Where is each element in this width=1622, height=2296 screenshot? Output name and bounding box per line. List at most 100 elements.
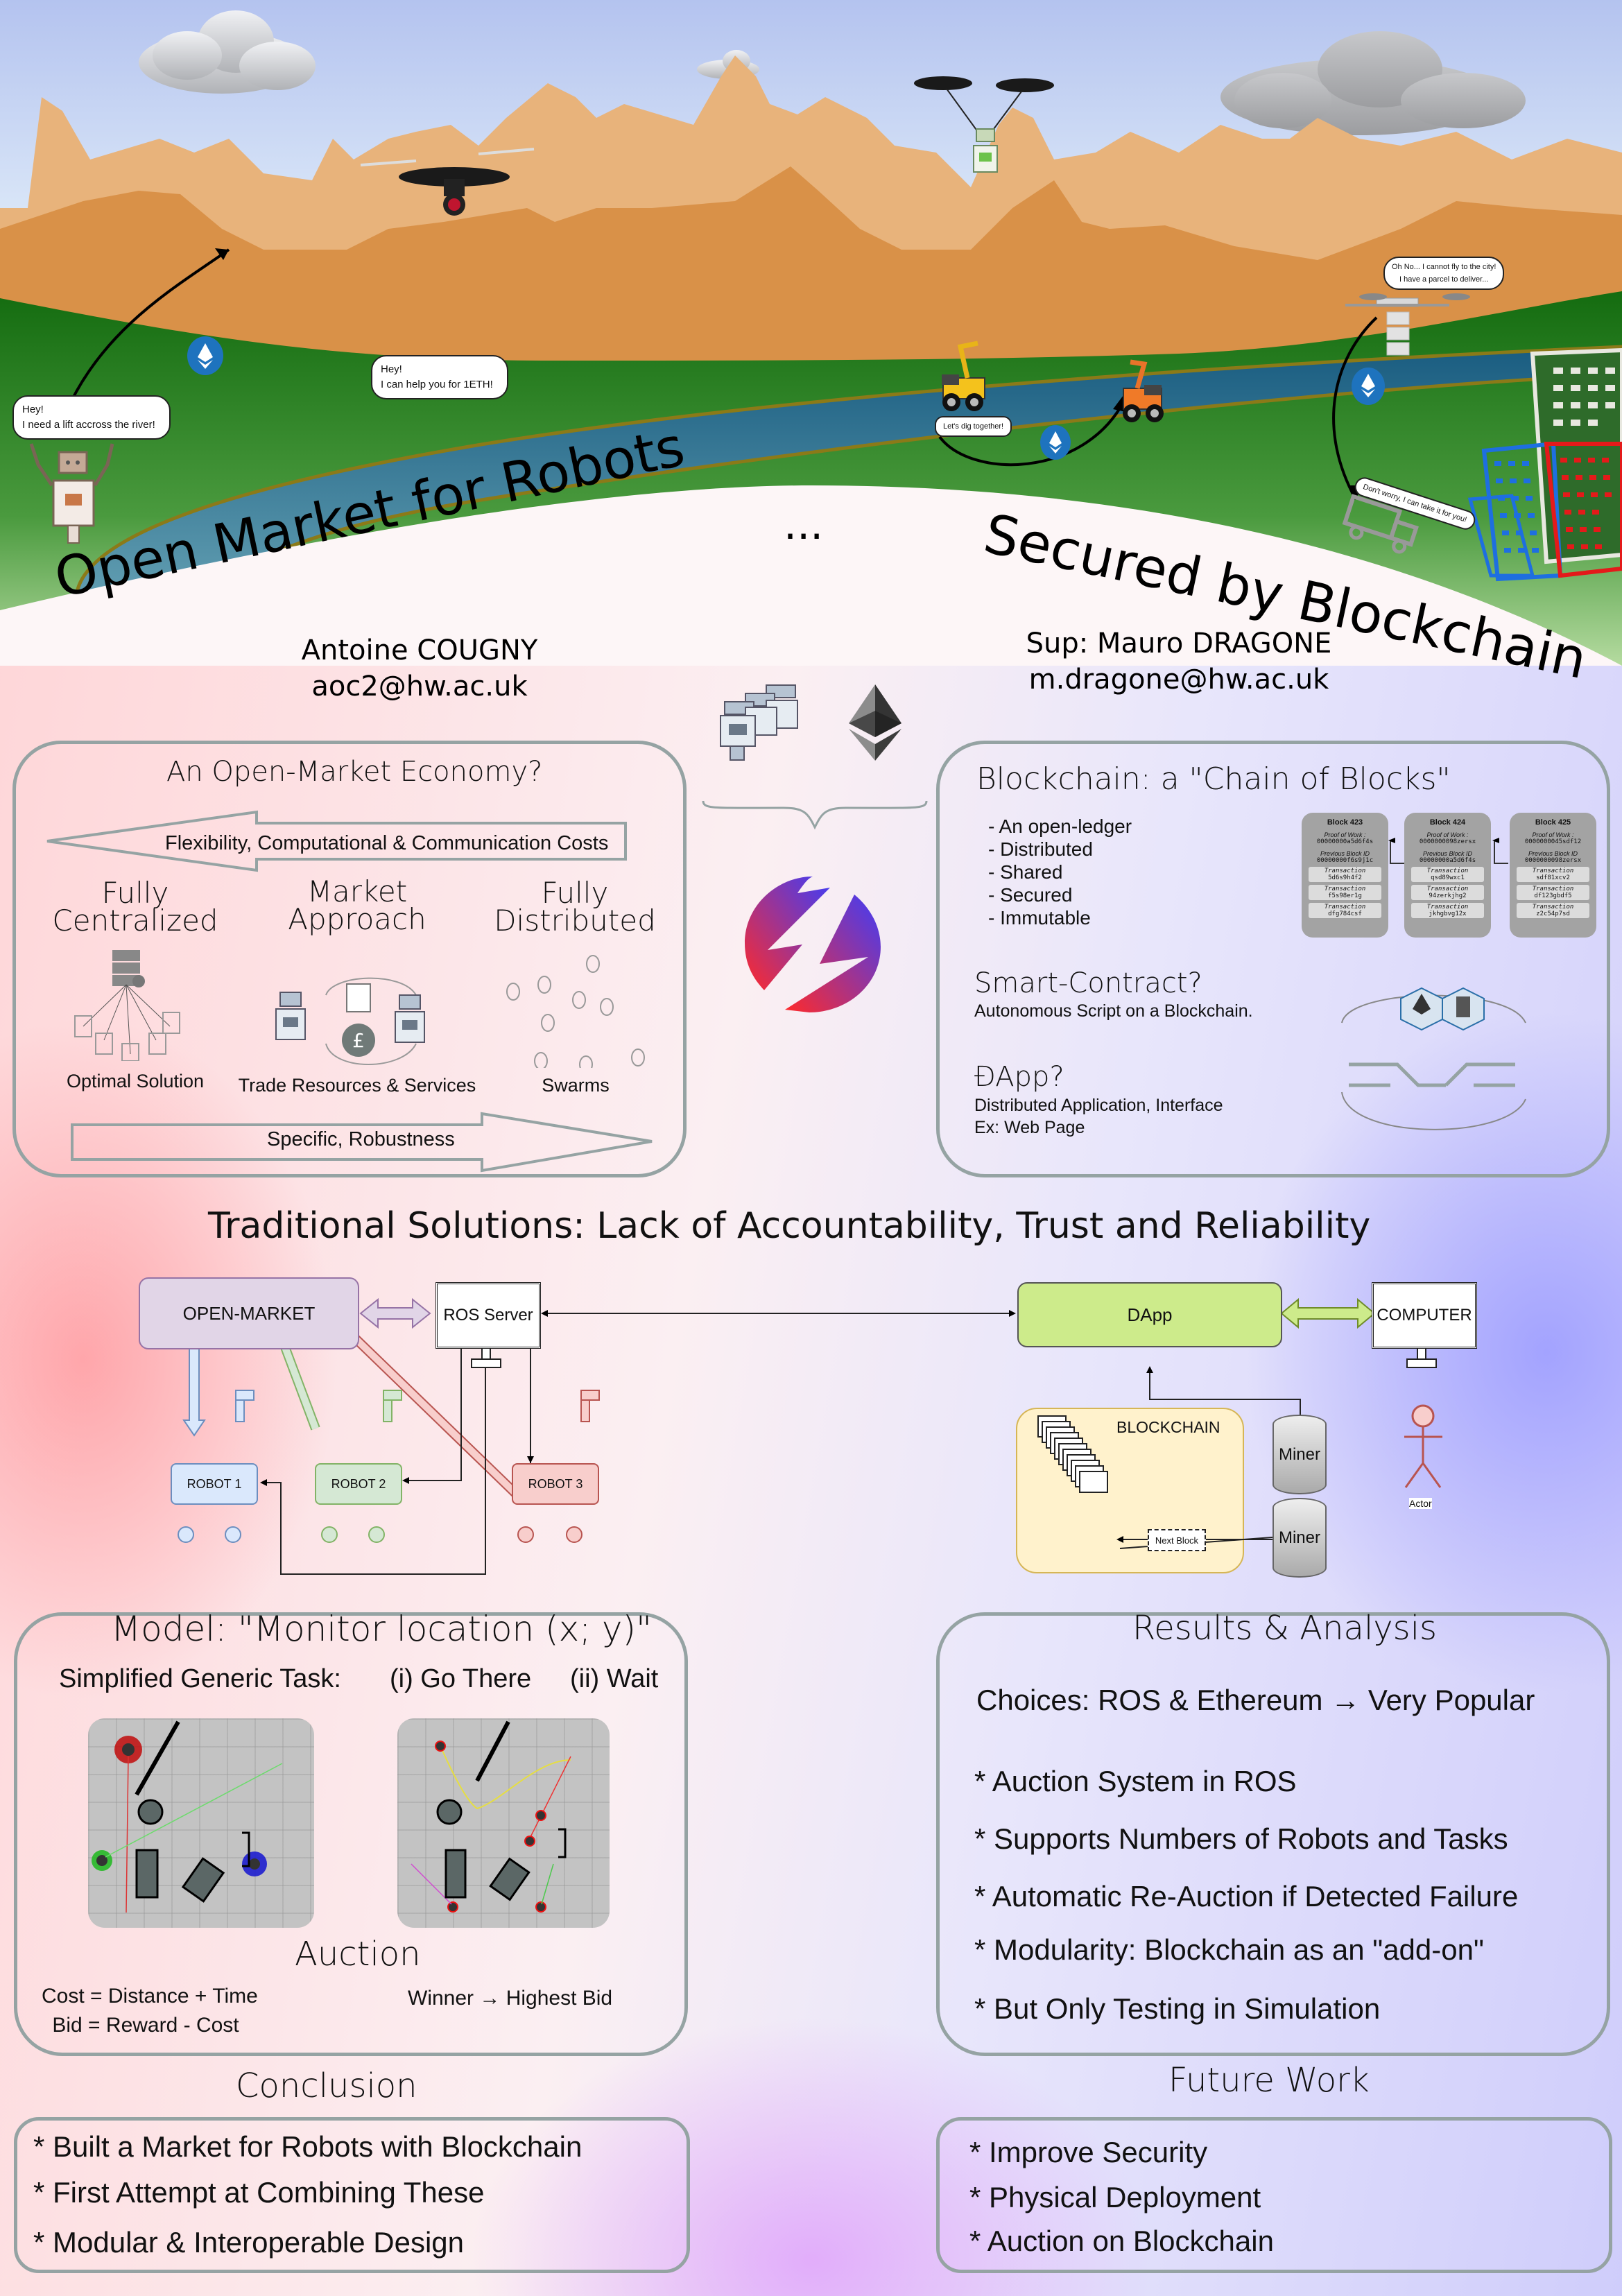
delivery-drone-speech-bubble: Oh No... I cannot fly to the city! I hav… <box>1383 257 1505 290</box>
author-email[interactable]: aoc2@hw.ac.uk <box>311 671 528 702</box>
bottom-arrow-label: Specific, Robustness <box>267 1128 455 1150</box>
robot-2-wheels <box>321 1390 402 1543</box>
swarm-bugs-icon <box>506 955 645 1068</box>
block-424: Block 424 Proof of Work : 0000000098zers… <box>1404 813 1491 938</box>
results-title: Results & Analysis <box>1132 1609 1438 1648</box>
tx-id: f5s98er1g <box>1328 892 1362 899</box>
actor-icon <box>1404 1404 1442 1488</box>
property-item: - Shared <box>988 861 1063 883</box>
tx-label: Transaction <box>1532 904 1574 910</box>
drone-icon <box>914 76 1054 173</box>
simulation-map <box>411 1720 571 1913</box>
cost-formula: Cost = Distance + Time <box>42 1985 258 2008</box>
curly-brace-icon <box>702 800 928 830</box>
block-link-arrows <box>1388 838 1508 864</box>
bubble-line: I can help you for 1ETH! <box>381 379 493 390</box>
author-name: Antoine COUGNY <box>301 635 538 666</box>
title-ellipsis: ... <box>784 501 824 549</box>
property-item: - Secured <box>988 884 1073 906</box>
top-arrow-label: Flexibility, Computational & Communicati… <box>165 832 609 854</box>
block-name: Block 424 <box>1429 818 1466 827</box>
open-market-panel <box>12 741 687 1177</box>
simulation-screenshot-go-there <box>88 1718 314 1928</box>
market-trade-icon: £ <box>275 977 425 1065</box>
prev-value: 00000000f6s9j1c <box>1316 857 1374 864</box>
future-work-item: * Auction on Blockchain <box>969 2225 1274 2257</box>
bubble-line: I have a parcel to deliver... <box>1399 275 1489 284</box>
author-block: Antoine COUGNY aoc2@hw.ac.uk <box>264 632 576 705</box>
node-ros-server: ROS Server <box>435 1282 541 1349</box>
drone-icon <box>1345 293 1470 356</box>
conclusion-item: * Modular & Interoperable Design <box>33 2226 465 2259</box>
results-item: * Auction System in ROS <box>974 1765 1297 1797</box>
tx-label: Transaction <box>1426 886 1469 892</box>
task-go-there: (i) Go There <box>390 1664 532 1693</box>
tx-id: df123gbdf5 <box>1534 892 1572 899</box>
robot-3-wheels <box>517 1390 600 1543</box>
excavator-icon <box>942 340 985 411</box>
pow-value: 0000000045sdf12 <box>1524 838 1582 845</box>
block-name: Block 425 <box>1535 818 1571 827</box>
caption-centralized: Optimal Solution <box>66 1071 205 1091</box>
bubble-line: Hey! <box>381 363 402 375</box>
bubble-line: Oh No... I cannot fly to the city! <box>1392 263 1496 271</box>
property-item: - Immutable <box>988 907 1091 929</box>
conclusion-panel <box>14 2117 690 2273</box>
node-miner-1: Miner <box>1272 1415 1327 1494</box>
tx-label: Transaction <box>1426 868 1469 874</box>
node-computer: COMPUTER <box>1372 1282 1477 1349</box>
robot-team-icon <box>720 684 798 761</box>
tx-id: sdf81xcv2 <box>1536 874 1570 881</box>
supervisor-name: Sup: Mauro DRAGONE <box>1026 628 1332 659</box>
node-robot-3: ROBOT 3 <box>512 1463 599 1505</box>
conclusion-title: Conclusion <box>236 2066 417 2105</box>
future-work-item: * Physical Deployment <box>969 2181 1261 2213</box>
robot-icon <box>29 443 114 544</box>
results-panel <box>936 1612 1610 2056</box>
model-panel <box>14 1612 688 2056</box>
pow-value: 0000000098zersx <box>1419 838 1476 845</box>
cloud-icon <box>139 10 316 94</box>
prev-value: 00000000a5d6f4s <box>1419 857 1476 864</box>
results-item: * Modularity: Blockchain as an "add-on" <box>974 1933 1484 1966</box>
svg-text:£: £ <box>352 1029 365 1052</box>
results-item: * Supports Numbers of Robots and Tasks <box>974 1822 1508 1855</box>
property-item: - Distributed <box>988 838 1093 860</box>
property-item: - An open-ledger <box>988 815 1132 837</box>
heading-line: Distributed <box>494 904 656 938</box>
heading-line: Fully <box>101 876 169 910</box>
column-heading-market: Market Approach <box>264 877 451 934</box>
node-miner-2: Miner <box>1272 1498 1327 1578</box>
smart-contract-handshake-icon <box>1341 987 1526 1130</box>
building-icon <box>1467 347 1622 582</box>
model-title: Model: "Monitor location (x; y)" <box>111 1609 653 1649</box>
tx-label: Transaction <box>1426 904 1469 910</box>
bubble-line: Let's dig together! <box>943 422 1004 431</box>
open-market-title: An Open-Market Economy? <box>166 756 543 788</box>
ethereum-coin-icon <box>1352 368 1385 405</box>
left-arrow <box>46 810 627 872</box>
lightning-logo-icon <box>745 877 881 1012</box>
tx-id: z2c54p7sd <box>1536 910 1570 917</box>
tx-label: Transaction <box>1324 868 1366 874</box>
results-item: * Automatic Re-Auction if Detected Failu… <box>974 1880 1519 1913</box>
drone-speech-bubble: Hey! I can help you for 1ETH! <box>371 355 508 399</box>
traditional-title: Traditional Solutions: Lack of Accountab… <box>208 1205 1371 1247</box>
tx-id: jkhgbvg12x <box>1429 910 1467 917</box>
ethereum-coin-icon <box>1040 425 1071 460</box>
future-work-title: Future Work <box>1168 2061 1370 2100</box>
ethereum-logo-icon <box>849 684 901 761</box>
centralized-network-icon <box>74 950 180 1061</box>
winner-rule: Winner → Highest Bid <box>408 1987 613 2010</box>
prev-label: Previous Block ID <box>1320 850 1370 857</box>
supervisor-email[interactable]: m.dragone@hw.ac.uk <box>1028 664 1329 696</box>
block-name: Block 423 <box>1327 818 1363 827</box>
